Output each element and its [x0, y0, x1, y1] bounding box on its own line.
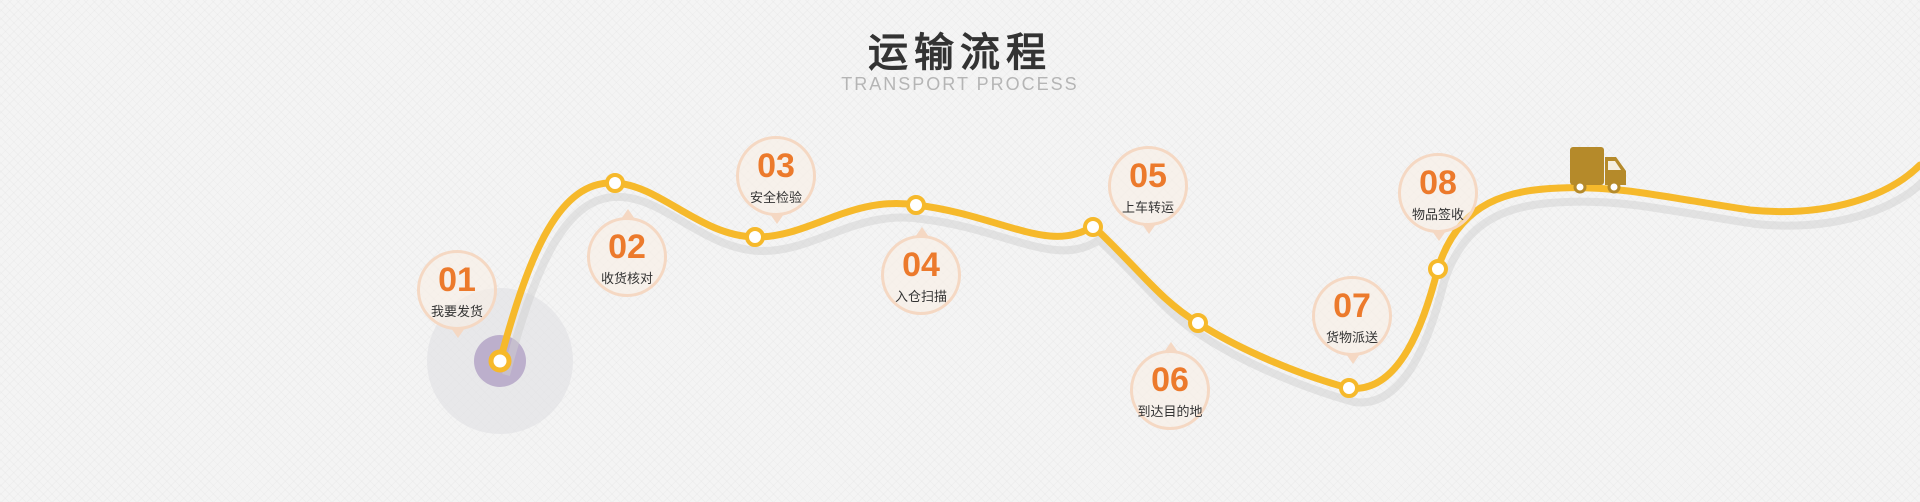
- step-02-number: 02: [608, 228, 646, 266]
- step-07-bubble: 07 货物派送: [1312, 276, 1392, 364]
- step-01-bubble: 01 我要发货: [417, 250, 497, 338]
- route-line: [496, 161, 1920, 392]
- step-08-label: 物品签收: [1411, 208, 1464, 223]
- step-04-number: 04: [902, 246, 940, 284]
- bubble-pointer: [1164, 342, 1178, 352]
- page-subtitle: TRANSPORT PROCESS: [841, 74, 1079, 94]
- route-node-08: [1428, 259, 1448, 279]
- bubble-pointer: [621, 209, 635, 219]
- step-05-bubble: 05 上车转运: [1108, 146, 1188, 234]
- route-node-06: [1188, 313, 1208, 333]
- step-02-bubble: 02 收货核对: [587, 209, 667, 297]
- step-06-bubble: 06 到达目的地: [1130, 342, 1210, 430]
- bubble-pointer: [451, 328, 465, 338]
- route-node-02: [605, 173, 625, 193]
- step-08-number: 08: [1419, 164, 1457, 202]
- step-05-label: 上车转运: [1121, 201, 1174, 216]
- bubble-pointer: [1432, 231, 1446, 241]
- route-node-05: [1083, 217, 1103, 237]
- step-03-number: 03: [757, 147, 795, 185]
- bubble-pointer: [770, 214, 784, 224]
- step-07-label: 货物派送: [1325, 331, 1378, 346]
- step-01-label: 我要发货: [430, 305, 483, 320]
- step-01-number: 01: [438, 261, 476, 299]
- route-node-01: [488, 349, 512, 373]
- truck-icon: [1570, 147, 1626, 194]
- step-04-label: 入仓扫描: [894, 290, 947, 305]
- step-07-number: 07: [1333, 287, 1371, 325]
- step-02-label: 收货核对: [600, 272, 653, 287]
- bubble-pointer: [1142, 224, 1156, 234]
- page-title: 运输流程: [868, 30, 1052, 76]
- step-03-bubble: 03 安全检验: [736, 136, 816, 224]
- bubble-pointer: [915, 227, 929, 237]
- route-node-03: [745, 227, 765, 247]
- bubble-pointer: [1346, 354, 1360, 364]
- step-05-number: 05: [1129, 157, 1167, 195]
- step-06-label: 到达目的地: [1137, 405, 1203, 420]
- step-03-label: 安全检验: [749, 191, 802, 206]
- step-04-bubble: 04 入仓扫描: [881, 227, 961, 315]
- step-06-number: 06: [1151, 361, 1189, 399]
- route-node-07: [1339, 378, 1359, 398]
- route-node-04: [906, 195, 926, 215]
- step-08-bubble: 08 物品签收: [1398, 153, 1478, 241]
- route-shadow: [502, 179, 1920, 407]
